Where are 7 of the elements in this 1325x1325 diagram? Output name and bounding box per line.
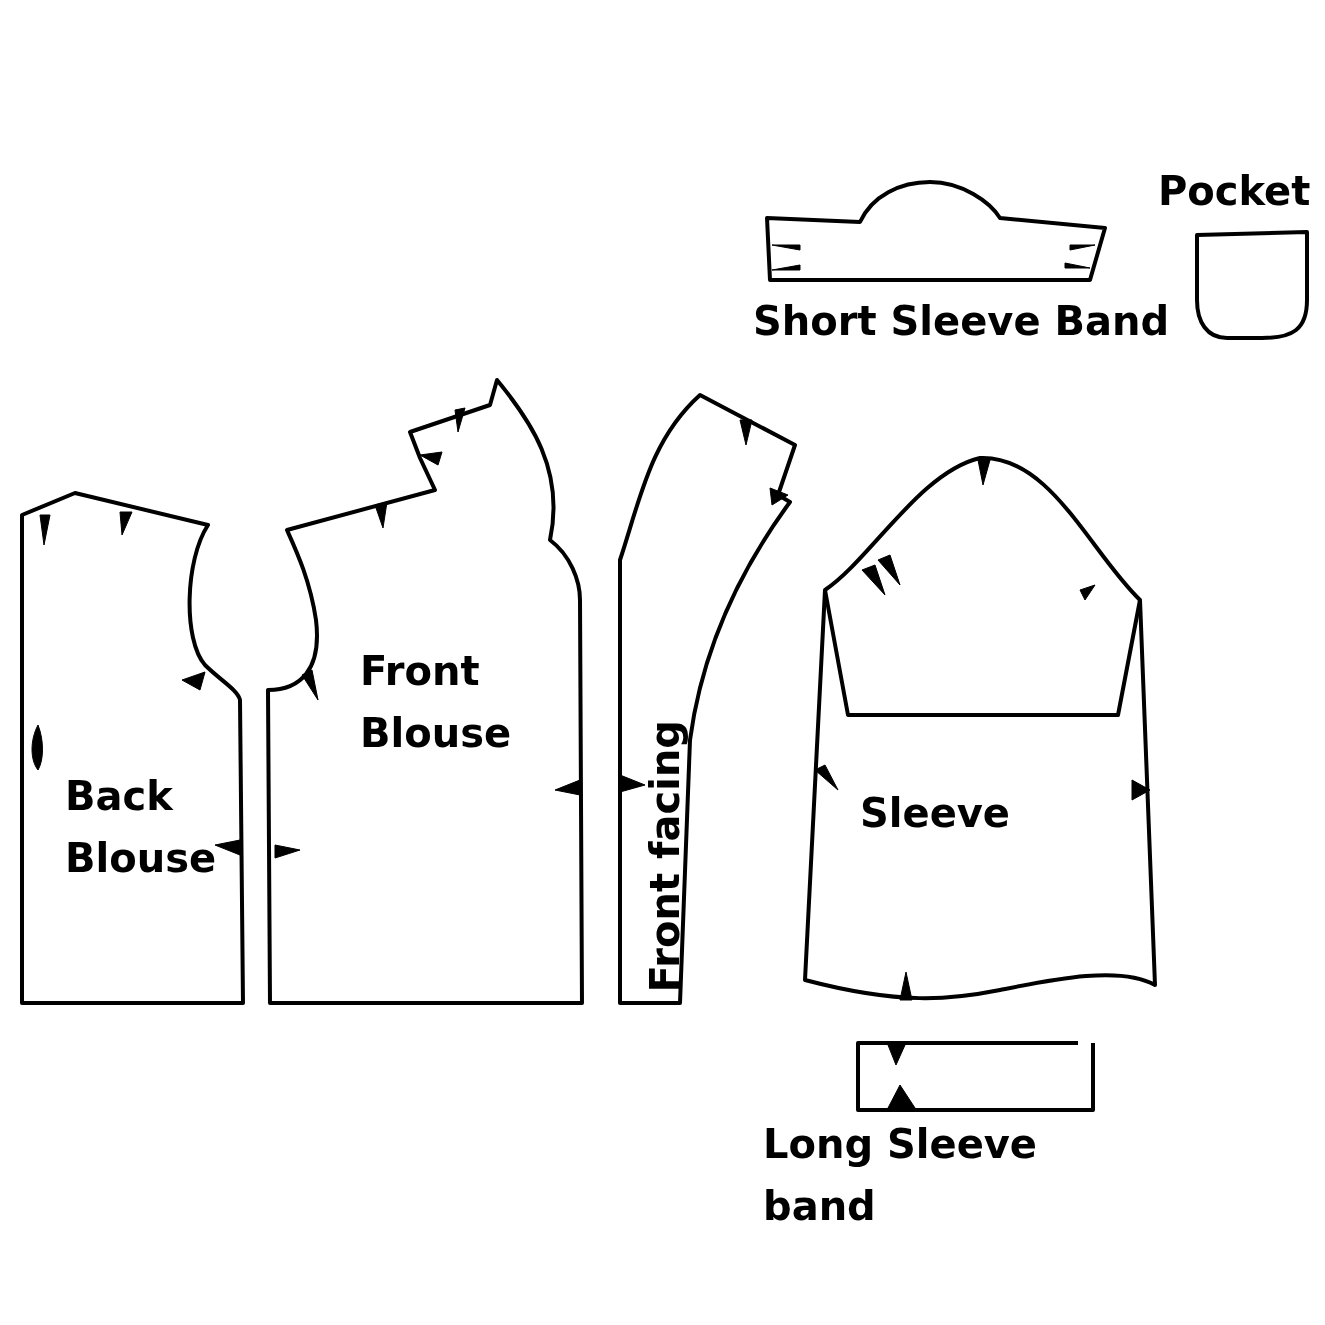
piece-label: Front facing — [641, 720, 689, 993]
piece-label: Front Blouse — [360, 647, 513, 758]
piece-label: Back Blouse — [65, 772, 218, 883]
piece-label: Sleeve — [860, 789, 1011, 838]
piece-label: Short Sleeve Band — [753, 297, 1171, 346]
piece-label: Long Sleeve band — [763, 1120, 1038, 1231]
piece-label: Pocket — [1158, 167, 1312, 216]
